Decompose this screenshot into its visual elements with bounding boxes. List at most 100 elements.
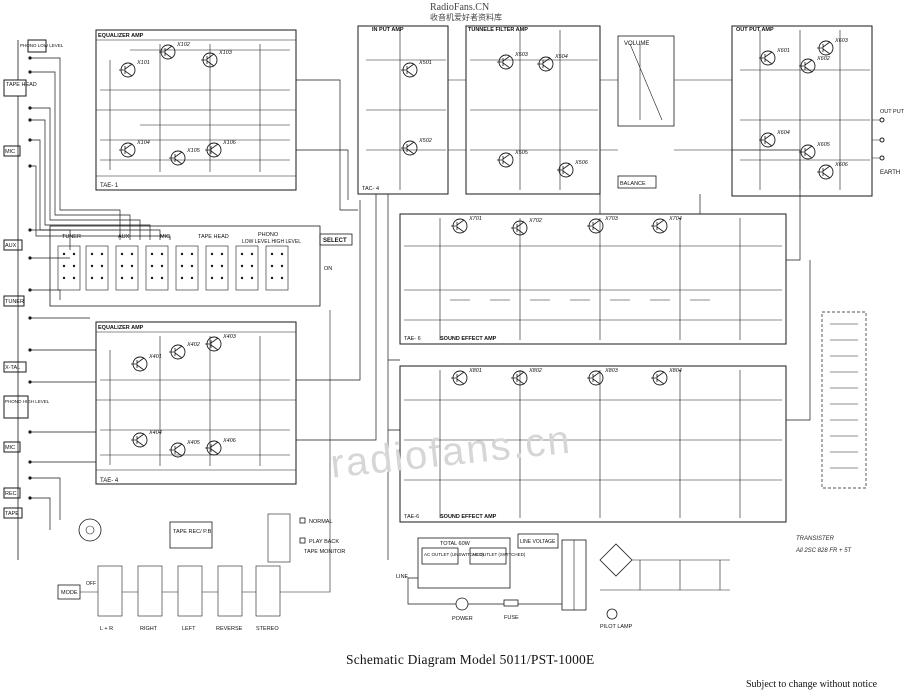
transistor-leads: [587, 371, 601, 385]
mode-label-stereo: STEREO: [256, 626, 279, 632]
tuner-box: [3, 295, 25, 307]
watermark-subtitle: 收音机爱好者资料库: [430, 13, 502, 22]
line-label: LINE: [396, 574, 409, 580]
tape-rec-label: TAPE REC/ P.B: [173, 529, 212, 535]
tae6-bottom-label: TAE-6: [404, 514, 419, 520]
transistor-leads: [131, 433, 145, 447]
transistor-leads: [651, 219, 665, 233]
change-notice: Subject to change without notice: [746, 679, 878, 690]
handwritten-note-line1: TRANSISTER: [796, 536, 835, 542]
input-label-mic-top: MIC: [5, 149, 15, 155]
input-label-xtal: X-TAL: [5, 365, 20, 371]
eq-amp-top-label: EQUALIZER AMP: [98, 33, 144, 39]
transistor-leads: [401, 63, 415, 77]
handwritten-note-line2: All 2SC 828 FR + 5T: [795, 548, 853, 554]
input-label-tape: TAPE: [5, 511, 19, 517]
transistor-leads: [511, 221, 525, 235]
eq-amp-bottom-board: [95, 321, 297, 485]
bridge-rectifier: [599, 543, 633, 577]
tape-box: [3, 507, 23, 519]
transistor-leads: [587, 219, 601, 233]
tae1-label: TAE- 1: [100, 183, 119, 189]
sfx-top-label: SOUND EFFECT AMP: [440, 336, 497, 342]
transistor-label: X603: [834, 38, 849, 44]
transistor-label: X402: [186, 342, 200, 348]
output-amp-board: [674, 25, 885, 197]
tac-label: TAC- 4: [362, 186, 379, 192]
volume-label: VOLUME: [624, 41, 649, 47]
tape-head-box: [3, 79, 27, 97]
transistor-label: X101: [136, 60, 150, 66]
transistor-leads: [817, 165, 831, 179]
balance-label: BALANCE: [620, 181, 646, 187]
transistor-label: X802: [528, 368, 542, 374]
tape-monitor-label: TAPE MONITOR: [304, 549, 345, 555]
mode-label: MODE: [61, 590, 78, 596]
eq-amp-bottom-label: EQUALIZER AMP: [98, 325, 144, 331]
ac-outlet-unswitched-box: [421, 547, 459, 565]
selector-label-aux: AUX: [118, 234, 130, 240]
ac-outlet1-label: AC OUTLET (UNSWITCHED): [424, 552, 484, 557]
transistor-label: X504: [554, 54, 568, 60]
transistor-label: X801: [468, 368, 482, 374]
transistor-leads: [159, 45, 173, 59]
selector-label-tuner: TUNER: [62, 234, 81, 240]
transistor-leads: [169, 345, 183, 359]
earth-label: EARTH: [880, 170, 900, 176]
transistor-label: X602: [816, 56, 830, 62]
schematic-caption: Schematic Diagram Model 5011/PST-1000E: [346, 652, 595, 667]
transistor-leads: [537, 57, 551, 71]
line-voltage-box: [517, 533, 559, 549]
mode-label-right: RIGHT: [140, 626, 158, 632]
tae4-label: TAE- 4: [100, 478, 119, 484]
transistor-label: X804: [668, 368, 682, 374]
transistor-leads: [557, 163, 571, 177]
transistor-label: X601: [776, 48, 790, 54]
transistor-leads: [759, 51, 773, 65]
transistor-label: X502: [418, 138, 432, 144]
transistor-label: X403: [222, 334, 237, 340]
transistor-leads: [131, 357, 145, 371]
phono-low-jack: [27, 39, 47, 53]
phono-high-box: [3, 395, 29, 419]
pilot-lamp-label: PILOT LAMP: [600, 624, 633, 630]
tape-rec-box: [169, 521, 213, 549]
fuse: [503, 599, 519, 607]
transistor-label: X505: [514, 150, 529, 156]
transistor-label: X104: [136, 140, 150, 146]
transistor-label: X404: [148, 430, 162, 436]
input-label-aux: AUX: [5, 243, 17, 249]
pilot-lamp: [606, 608, 618, 620]
transistor-label: X401: [148, 354, 162, 360]
transistor-leads: [497, 55, 511, 69]
eq-amp-top-board: [95, 29, 297, 191]
transistor-leads: [651, 371, 665, 385]
ac-outlet2-label: AC OUTLET (SWITCHED): [472, 552, 526, 557]
watermark-site: RadioFans.CN: [430, 2, 490, 13]
rec-box: [3, 487, 21, 499]
input-label-phono-low: PHONO LOW LEVEL: [20, 43, 64, 48]
tone-filter-label: TUNNELE FILTER AMP: [468, 27, 528, 33]
transistor-label: X506: [574, 160, 589, 166]
tape-mode-section: [57, 310, 331, 617]
transistor-leads: [759, 133, 773, 147]
input-label-tuner: TUNER: [5, 299, 24, 305]
transistor-label: X703: [604, 216, 619, 222]
input-label-rec: REC: [5, 491, 17, 497]
interconnect-wiring: [296, 79, 811, 560]
transistor-leads: [119, 63, 133, 77]
sfx-bottom-label: SOUND EFFECT AMP: [440, 514, 497, 520]
transistor-label: X103: [218, 50, 233, 56]
power-label: POWER: [452, 616, 473, 622]
line-voltage-label: LINE VOLTAGE: [520, 539, 556, 545]
play-back-label: PLAY BACK: [309, 539, 339, 545]
mode-label-left: LEFT: [182, 626, 196, 632]
transistor-label: X501: [418, 60, 432, 66]
input-jack-column: TAPE HEAD PHONO LOW LEVEL MIC AUX TUNER …: [3, 39, 171, 560]
transistor-leads: [817, 41, 831, 55]
input-label-mic-bottom: MIC: [5, 445, 15, 451]
ac-outlet-switched-box: [469, 547, 507, 565]
sfx-amp-bottom-board: [399, 365, 787, 523]
transistor-leads: [799, 59, 813, 73]
